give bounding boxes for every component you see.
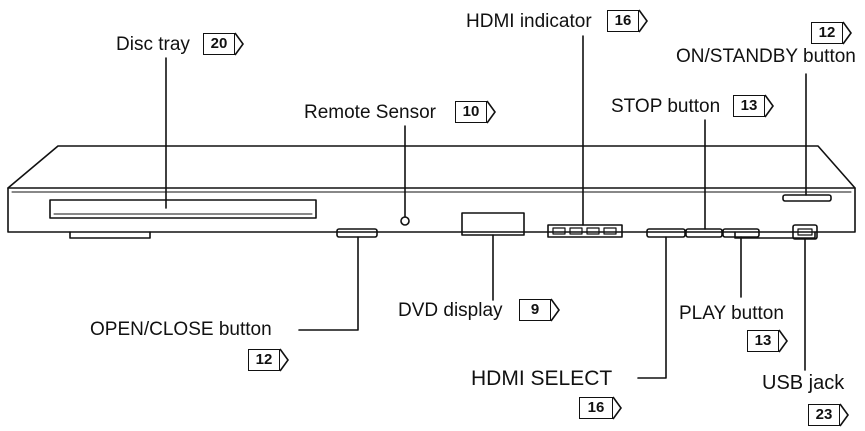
leader-hdmi-select — [637, 236, 667, 379]
ref-number: 23 — [808, 404, 840, 426]
label-open-close: OPEN/CLOSE button — [90, 319, 272, 340]
label-on-standby: ON/STANDBY button — [676, 46, 856, 67]
ref-dvd-display: 9 — [519, 298, 565, 322]
ref-stop-button: 13 — [733, 94, 779, 118]
label-usb-jack: USB jack — [762, 372, 845, 394]
player-top-surface — [7, 145, 856, 189]
ref-open-close: 12 — [248, 348, 294, 372]
ref-number: 13 — [747, 330, 779, 352]
ref-number: 16 — [579, 397, 613, 419]
ref-hdmi-indicator: 16 — [607, 9, 653, 33]
ref-number: 16 — [607, 10, 639, 32]
ref-on-standby: 12 — [811, 21, 857, 45]
label-remote-sensor: Remote Sensor — [304, 102, 437, 123]
remote-sensor — [400, 216, 410, 226]
ref-hdmi-select: 16 — [579, 396, 629, 420]
ref-number: 13 — [733, 95, 765, 117]
ref-number: 10 — [455, 101, 487, 123]
stop-button — [685, 228, 723, 238]
label-hdmi-select: HDMI SELECT — [471, 367, 613, 390]
leader-open-close — [298, 236, 359, 331]
ref-number: 9 — [519, 299, 551, 321]
disc-tray — [49, 199, 317, 219]
on-standby-button — [782, 194, 832, 202]
ref-number: 12 — [811, 22, 843, 44]
player-foot-right — [734, 231, 816, 239]
label-disc-tray: Disc tray — [116, 34, 190, 55]
player-body — [7, 187, 856, 233]
label-hdmi-indicator: HDMI indicator — [466, 11, 592, 32]
label-stop-button: STOP button — [611, 96, 721, 117]
play-button — [722, 228, 760, 238]
ref-play-button: 13 — [747, 329, 793, 353]
ref-remote-sensor: 10 — [455, 100, 501, 124]
ref-usb-jack: 23 — [808, 403, 854, 427]
ref-number: 12 — [248, 349, 280, 371]
ref-number: 20 — [203, 33, 235, 55]
hdmi-indicator — [547, 224, 623, 238]
player-foot-left — [69, 231, 151, 239]
label-dvd-display: DVD display — [398, 300, 503, 321]
hdmi-select-button — [646, 228, 686, 238]
open-close-button — [336, 228, 378, 238]
label-play-button: PLAY button — [679, 303, 784, 324]
ref-disc-tray: 20 — [203, 32, 249, 56]
